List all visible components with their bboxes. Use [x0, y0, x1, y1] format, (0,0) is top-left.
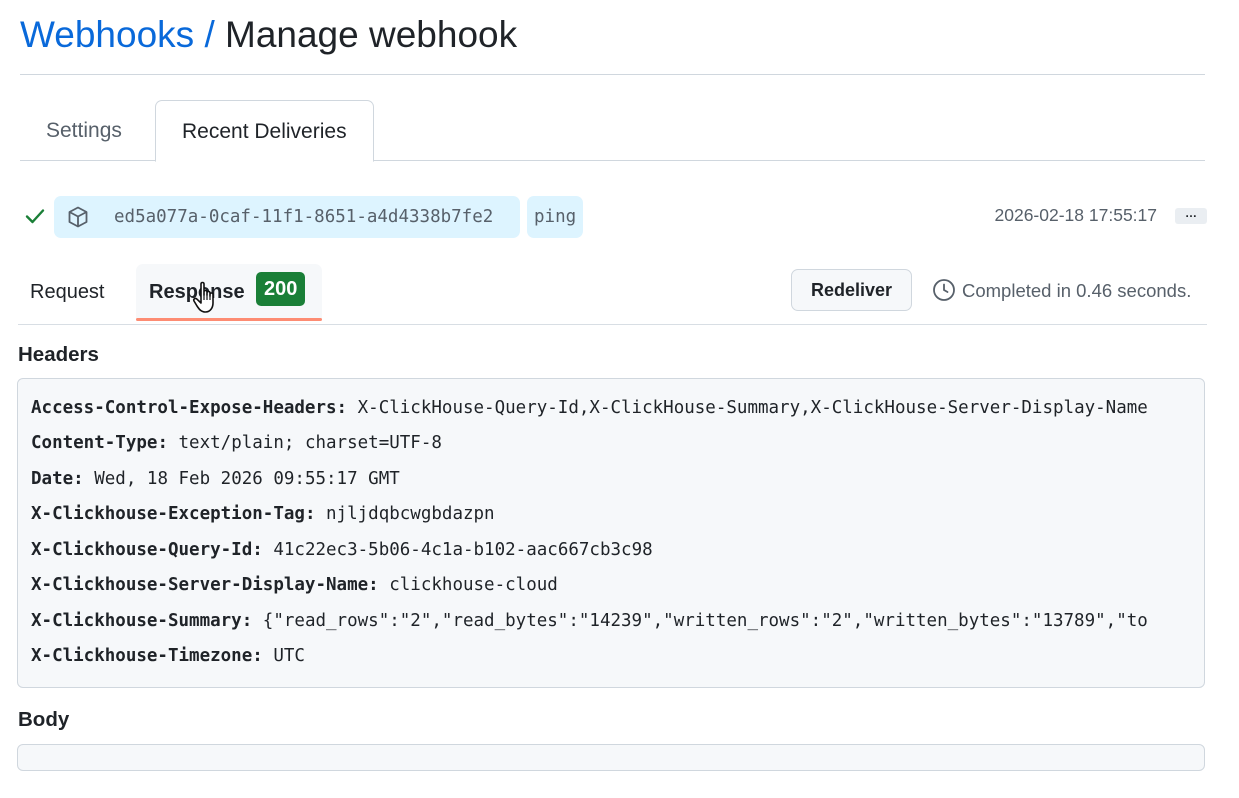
redeliver-button[interactable]: Redeliver [791, 269, 912, 311]
status-badge: 200 [256, 272, 306, 306]
header-line: Date: Wed, 18 Feb 2026 09:55:17 GMT [31, 469, 400, 489]
breadcrumb-webhooks-link[interactable]: Webhooks [20, 14, 195, 55]
header-line: X-Clickhouse-Summary: {"read_rows":"2","… [31, 611, 1148, 631]
body-heading: Body [18, 708, 70, 731]
clock-icon [933, 279, 955, 301]
event-pill: ping [527, 196, 584, 238]
delivery-guid-pill[interactable]: ed5a077a-0caf-11f1-8651-a4d4338b7fe2 [54, 196, 520, 238]
header-line: X-Clickhouse-Server-Display-Name: clickh… [31, 575, 558, 595]
header-line: X-Clickhouse-Timezone: UTC [31, 646, 305, 666]
check-icon [25, 209, 45, 224]
breadcrumb-separator: / [204, 14, 215, 55]
more-options-button[interactable]: … [1175, 207, 1207, 224]
headers-heading: Headers [18, 343, 99, 366]
tab-response[interactable]: Response 200 [136, 264, 322, 320]
package-icon [68, 206, 88, 228]
tab-response-label: Response [149, 281, 245, 303]
header-line: Access-Control-Expose-Headers: X-ClickHo… [31, 398, 1148, 418]
breadcrumb-current: Manage webhook [225, 14, 518, 55]
page-title: Webhooks / Manage webhook [20, 12, 517, 58]
delivery-timestamp: 2026-02-18 17:55:17 [994, 205, 1158, 225]
delivery-row[interactable]: ed5a077a-0caf-11f1-8651-a4d4338b7fe2 pin… [20, 196, 1207, 238]
response-headers-box[interactable]: Access-Control-Expose-Headers: X-ClickHo… [17, 378, 1205, 688]
response-body-box[interactable] [17, 744, 1205, 771]
request-response-tabs: Request Response 200 Redeliver Completed… [18, 264, 1207, 325]
header-divider [20, 74, 1205, 75]
completed-duration: Completed in 0.46 seconds. [962, 280, 1192, 301]
webhook-tabs: Settings Recent Deliveries [20, 100, 1205, 162]
tab-settings[interactable]: Settings [46, 119, 122, 142]
active-tab-underline [136, 318, 322, 321]
header-line: X-Clickhouse-Query-Id: 41c22ec3-5b06-4c1… [31, 540, 653, 560]
header-line: Content-Type: text/plain; charset=UTF-8 [31, 433, 442, 453]
header-line: X-Clickhouse-Exception-Tag: njljdqbcwgbd… [31, 504, 495, 524]
tab-recent-deliveries[interactable]: Recent Deliveries [155, 100, 374, 162]
hand-cursor-icon [192, 281, 214, 313]
tab-request[interactable]: Request [30, 281, 105, 303]
delivery-guid: ed5a077a-0caf-11f1-8651-a4d4338b7fe2 [114, 207, 494, 227]
